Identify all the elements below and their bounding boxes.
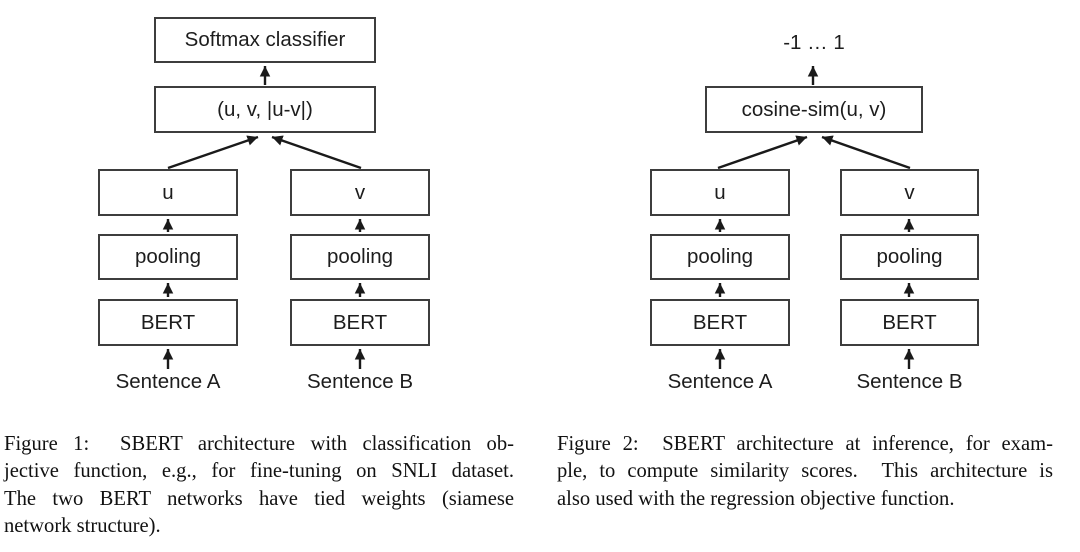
caption-line: The two BERT networks have tied weights … [4, 487, 514, 510]
fig1-pooling-left-box: pooling [98, 234, 238, 280]
fig2-bert-right-box: BERT [840, 299, 979, 346]
figure-1-caption: Figure 1: SBERT architecture with classi… [4, 431, 514, 541]
fig1-sentence-a-label: Sentence A [115, 370, 221, 393]
caption-line: also used with the regression objective … [557, 487, 955, 510]
caption-line: Figure 1: SBERT architecture with classi… [4, 433, 514, 455]
caption-line: ple, to compute similarity scores. This … [557, 460, 1053, 483]
fig2-v-box: v [840, 169, 979, 216]
fig1-u-box: u [98, 169, 238, 216]
fig2-u-to-cosine-arrow [717, 135, 808, 170]
caption-line: jective function, e.g., for fine-tuning … [4, 460, 514, 483]
caption-line: network structure). [4, 515, 161, 538]
fig2-pooling-left-box: pooling [650, 234, 790, 280]
fig2-bert-left-box: BERT [650, 299, 790, 346]
fig2-u-box: u [650, 169, 790, 216]
fig1-softmax-box: Softmax classifier [154, 17, 376, 63]
fig2-output-range-label: -1 … 1 [783, 31, 845, 54]
fig2-pooling-right-box: pooling [840, 234, 979, 280]
figure-2-caption: Figure 2: SBERT architecture at inferenc… [557, 431, 1053, 513]
fig1-bert-right-box: BERT [290, 299, 430, 346]
fig1-v-to-concat-arrow [271, 135, 362, 170]
fig2-cosine-box: cosine-sim(u, v) [705, 86, 923, 133]
fig2-sentence-b-label: Sentence B [856, 370, 963, 393]
fig1-v-box: v [290, 169, 430, 216]
fig2-sentence-a-label: Sentence A [667, 370, 773, 393]
fig1-u-to-concat-arrow [167, 135, 259, 170]
fig1-bert-left-box: BERT [98, 299, 238, 346]
fig1-concat-box: (u, v, |u-v|) [154, 86, 376, 133]
fig2-v-to-cosine-arrow [821, 135, 911, 170]
fig1-pooling-right-box: pooling [290, 234, 430, 280]
fig1-sentence-b-label: Sentence B [307, 370, 413, 393]
caption-line: Figure 2: SBERT architecture at inferenc… [557, 433, 1053, 455]
